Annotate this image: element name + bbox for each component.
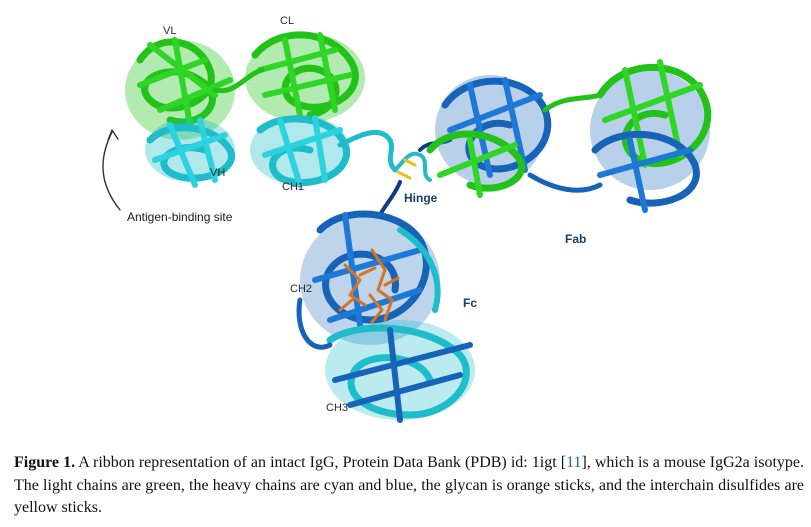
label-antigen-binding-site: Antigen-binding site [127, 210, 233, 224]
caption-figure-label: Figure 1. [14, 454, 76, 471]
fc-region [296, 210, 475, 423]
label-hinge: Hinge [404, 191, 438, 205]
antigen-site-arrow [102, 129, 121, 211]
label-cl: CL [280, 15, 294, 27]
label-vl: VL [163, 25, 176, 37]
glycan-sticks [338, 248, 400, 324]
left-fab-light-chain [125, 31, 365, 140]
caption-text-part2: ], which is a mouse IgG2a isotype. The l… [14, 454, 805, 516]
right-fab [426, 59, 711, 213]
caption-reference-link[interactable]: 11 [566, 454, 582, 471]
disulfide-sticks [396, 158, 417, 180]
figure-caption: Figure 1. A ribbon representation of an … [14, 452, 804, 520]
left-fab-heavy-chain [145, 115, 398, 188]
caption-text-part1: A ribbon representation of an intact IgG… [75, 454, 567, 471]
label-fc: Fc [463, 296, 477, 310]
label-ch1: CH1 [282, 181, 304, 193]
igg-ribbon-figure: VL CL VH CH1 CH2 CH3 Hinge Fab Fc Antige… [102, 15, 711, 423]
label-ch2: CH2 [290, 283, 312, 295]
label-vh: VH [210, 167, 225, 179]
label-fab: Fab [565, 232, 586, 246]
label-ch3: CH3 [326, 402, 348, 414]
